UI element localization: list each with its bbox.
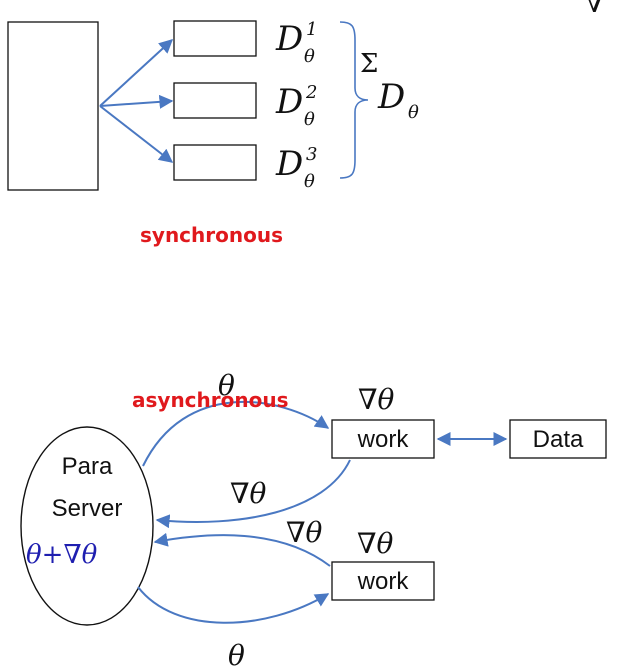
parameter-server — [20, 426, 154, 626]
worker-box-3 — [173, 144, 257, 181]
partial-gradient-1: D 1 θ — [275, 19, 317, 67]
corner-nabla-fragment: ∇ — [584, 0, 605, 20]
svg-text:Σ: Σ — [360, 49, 378, 79]
svg-text:1: 1 — [306, 19, 317, 40]
server-label-para: Para — [62, 453, 113, 480]
synchronous-label: synchronous — [140, 223, 283, 247]
grad-from-bottom-worker-arrow — [153, 532, 331, 567]
async-section: Para Server θ+∇θ work Data work θ ∇θ ∇θ … — [20, 369, 607, 672]
worker-label-bottom: work — [357, 568, 410, 595]
fan-arrow-3 — [99, 105, 174, 163]
svg-text:θ: θ — [304, 46, 315, 67]
worker-box-bottom — [331, 561, 435, 601]
data-label: Data — [533, 426, 584, 453]
worker-label-top: work — [357, 426, 410, 453]
svg-text:D: D — [275, 144, 303, 184]
theta-to-bottom-worker-arrow — [137, 586, 330, 624]
worker-box-2 — [173, 82, 257, 119]
theta-label-bottom: θ — [228, 639, 245, 672]
grad-label-return-top: ∇θ — [230, 477, 267, 510]
svg-text:θ: θ — [304, 109, 315, 130]
worker-box-top — [331, 419, 435, 459]
data-block — [7, 21, 99, 191]
svg-text:2: 2 — [305, 82, 317, 103]
svg-text:3: 3 — [306, 144, 317, 165]
data-box — [509, 419, 607, 459]
asynchronous-label: asynchronous — [132, 388, 289, 412]
sync-section: D 1 θ D 2 θ D 3 θ Σ D θ ∇ synchronous — [7, 0, 605, 247]
grad-from-top-worker-arrow — [155, 459, 351, 529]
theta-to-top-worker-arrow — [142, 400, 330, 467]
server-label-server: Server — [52, 495, 123, 522]
theta-label-top: θ — [218, 369, 235, 402]
svg-text:θ: θ — [304, 171, 315, 192]
svg-text:D: D — [377, 77, 405, 117]
svg-text:D: D — [275, 19, 303, 59]
svg-text:D: D — [275, 82, 303, 122]
fan-arrow-2 — [99, 94, 174, 109]
fan-arrow-1 — [99, 39, 174, 107]
partial-gradient-2: D 2 θ — [275, 82, 317, 130]
sum-gradient: Σ D θ — [360, 49, 419, 123]
grad-label-return-bottom: ∇θ — [286, 516, 323, 549]
worker-box-1 — [173, 20, 257, 57]
svg-text:θ: θ — [408, 102, 419, 123]
sum-brace — [339, 21, 369, 179]
server-update-formula: θ+∇θ — [26, 540, 98, 570]
grad-label-top-worker: ∇θ — [358, 383, 395, 416]
partial-gradient-3: D 3 θ — [275, 144, 317, 192]
grad-label-bottom-worker: ∇θ — [357, 527, 394, 560]
